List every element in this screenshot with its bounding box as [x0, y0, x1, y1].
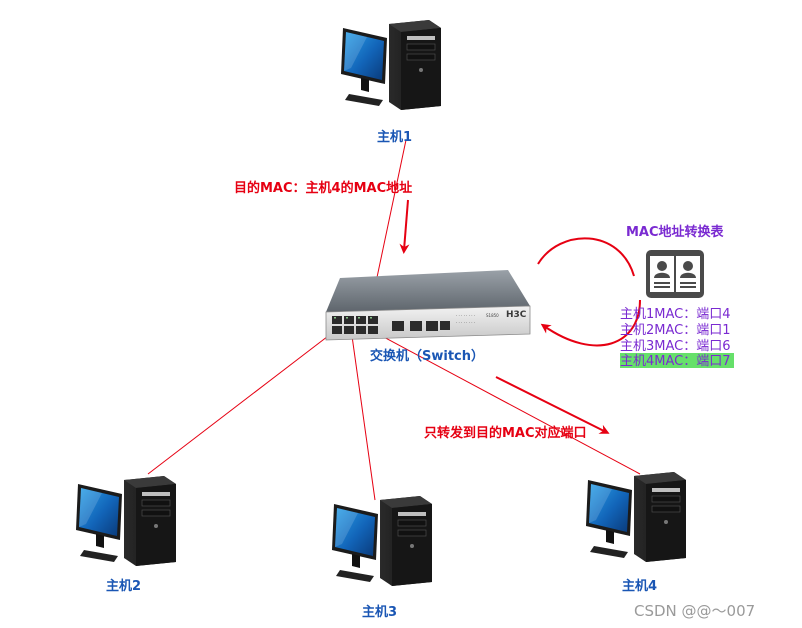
mac-table-row: 主机1MAC：端口4 — [620, 307, 731, 322]
link-host2 — [147, 329, 337, 475]
mac-table-title: MAC地址转换表 — [626, 224, 725, 240]
arrow-forward — [495, 376, 610, 434]
mac-table-row: 主机2MAC：端口1 — [620, 323, 731, 338]
mac-table-row: 主机4MAC：端口7 — [620, 354, 731, 369]
switch-label: 交换机（Switch） — [370, 348, 484, 364]
host-4 — [585, 471, 687, 563]
arrow-loop-back — [540, 299, 641, 347]
computer-icon — [340, 19, 442, 111]
mac-table-row: 主机3MAC：端口6 — [620, 339, 731, 354]
host-1-label: 主机1 — [377, 129, 412, 145]
computer-icon — [331, 495, 433, 587]
book-contacts-icon — [646, 250, 704, 298]
switch-model: S1850 — [486, 313, 499, 318]
switch-brand: H3C — [506, 310, 527, 320]
link-host3 — [351, 335, 376, 501]
computer-icon — [75, 475, 177, 567]
arrow-loop-out — [537, 237, 635, 277]
svg-text:· · · · · · · ·: · · · · · · · · — [456, 320, 475, 325]
host-1 — [340, 19, 442, 111]
host-3 — [331, 495, 433, 587]
host-2 — [75, 475, 177, 567]
svg-text:· · · · · · · ·: · · · · · · · · — [456, 313, 475, 318]
computer-icon — [585, 471, 687, 563]
flow-arrows — [399, 199, 641, 434]
watermark: CSDN @@～007 — [634, 602, 755, 620]
dest-mac-annotation: 目的MAC：主机4的MAC地址 — [234, 180, 412, 196]
switch-device: · · · · · · · · · · · · · · · · H3C S185… — [325, 270, 531, 341]
host-2-label: 主机2 — [106, 578, 141, 594]
host-3-label: 主机3 — [362, 604, 397, 620]
forward-annotation: 只转发到目的MAC对应端口 — [424, 425, 587, 441]
mac-row-highlight — [620, 353, 734, 368]
arrow-to-switch — [399, 199, 410, 254]
host-4-label: 主机4 — [622, 578, 657, 594]
link-host4 — [377, 333, 641, 475]
